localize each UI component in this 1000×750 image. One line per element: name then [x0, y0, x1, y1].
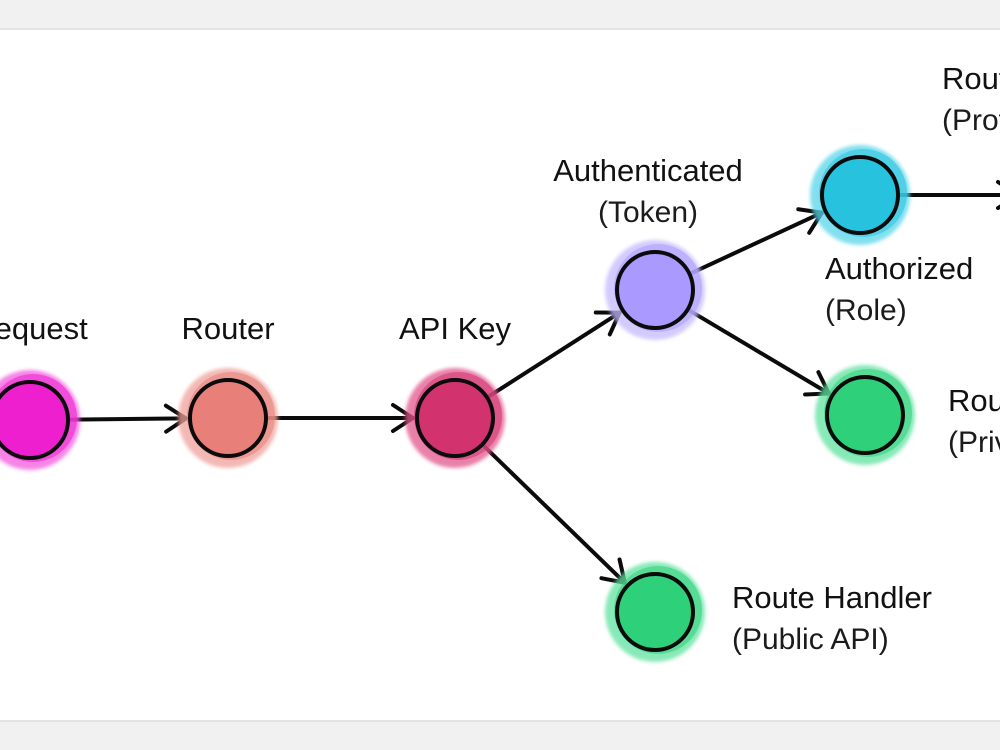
edge-line — [486, 310, 622, 399]
node-title: Authorized — [825, 251, 973, 286]
node-subtitle: (Public API) — [732, 623, 889, 656]
nodes-layer — [0, 145, 915, 662]
node-title: Router — [181, 311, 274, 346]
node-label-api-key: API Key — [399, 311, 511, 346]
node-title: API Key — [399, 311, 511, 346]
node-title: Route Handler — [948, 383, 1000, 418]
node-label-route-public: Route Handler (Public API) — [732, 580, 932, 656]
labels-layer: Request Router API Key Authenticated (Token)… — [0, 61, 1000, 656]
edge-api_key-to-route_public — [481, 443, 627, 585]
node-title: Route Handler — [942, 61, 1000, 96]
node-circle — [0, 380, 70, 460]
edge-authenticated-to-route_private — [687, 308, 831, 397]
edge-line — [481, 443, 627, 585]
node-subtitle: (Private API) — [948, 426, 1000, 459]
node-subtitle: (Protected API) — [942, 104, 1000, 137]
node-router — [178, 368, 278, 468]
node-authorized — [810, 145, 910, 245]
edge-line — [687, 308, 831, 396]
node-title: Authenticated — [553, 153, 743, 188]
node-label-route-private: Route Handler (Private API) — [948, 383, 1000, 459]
node-circle — [825, 375, 905, 455]
node-circle — [820, 155, 900, 235]
node-title: Request — [0, 311, 88, 346]
node-circle — [188, 378, 268, 458]
edge-line — [67, 416, 189, 422]
node-authenticated — [605, 240, 705, 340]
node-api-key — [405, 368, 505, 468]
node-subtitle: (Token) — [598, 196, 698, 229]
node-route-public — [605, 562, 705, 662]
node-subtitle: (Role) — [825, 294, 907, 327]
node-label-authenticated: Authenticated (Token) — [553, 153, 743, 229]
node-label-request: Request — [0, 311, 88, 346]
edge-router-to-api_key — [266, 403, 415, 433]
node-label-route-protected: Route Handler (Protected API) — [942, 61, 1000, 137]
node-label-authorized: Authorized (Role) — [825, 251, 973, 327]
node-circle — [415, 378, 495, 458]
node-label-router: Router — [181, 311, 274, 346]
node-request — [0, 370, 80, 470]
node-circle — [615, 572, 695, 652]
node-circle — [615, 250, 695, 330]
edge-line — [689, 210, 824, 276]
edge-authenticated-to-authorized — [689, 207, 824, 276]
diagram-card — [0, 28, 1000, 722]
node-route-private — [815, 365, 915, 465]
edge-authorized-to-route_protected — [898, 180, 1000, 210]
node-title: Route Handler — [732, 580, 932, 615]
edge-request-to-router — [67, 403, 189, 434]
